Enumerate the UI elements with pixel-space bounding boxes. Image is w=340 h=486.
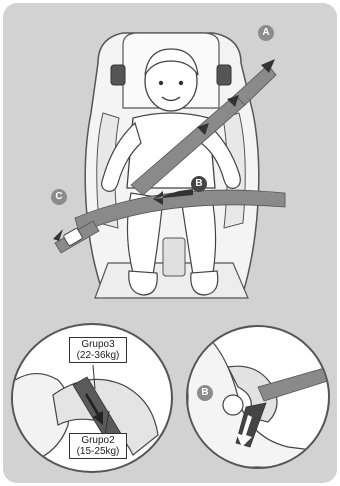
seat-buckle-slot: [163, 238, 185, 276]
shoulder-guide-right: [217, 65, 231, 85]
label-group3: Grupo3 (22-36kg): [69, 337, 127, 363]
marker-c-icon: C: [51, 189, 67, 205]
marker-a-icon: A: [258, 25, 274, 41]
child-eye-right: [179, 81, 183, 85]
detail-lap-strap: [258, 367, 328, 401]
marker-b-detail-icon: B: [197, 385, 213, 401]
marker-b-icon: B: [191, 176, 207, 192]
shoulder-guide-left: [111, 65, 125, 85]
instruction-panel: A B C Grupo3 (22-36kg) Grupo2 (15-25kg) …: [3, 3, 337, 483]
detail-hole: [223, 395, 243, 415]
label-group2-weight: (15-25kg): [72, 446, 124, 457]
label-group3-weight: (22-36kg): [72, 350, 124, 361]
child-eye-left: [159, 81, 163, 85]
label-group2: Grupo2 (15-25kg): [69, 433, 127, 459]
car-seat-illustration: [3, 3, 337, 313]
label-group3-name: Grupo3: [72, 339, 124, 350]
label-group2-name: Grupo2: [72, 435, 124, 446]
child-shoe-right: [191, 271, 218, 295]
